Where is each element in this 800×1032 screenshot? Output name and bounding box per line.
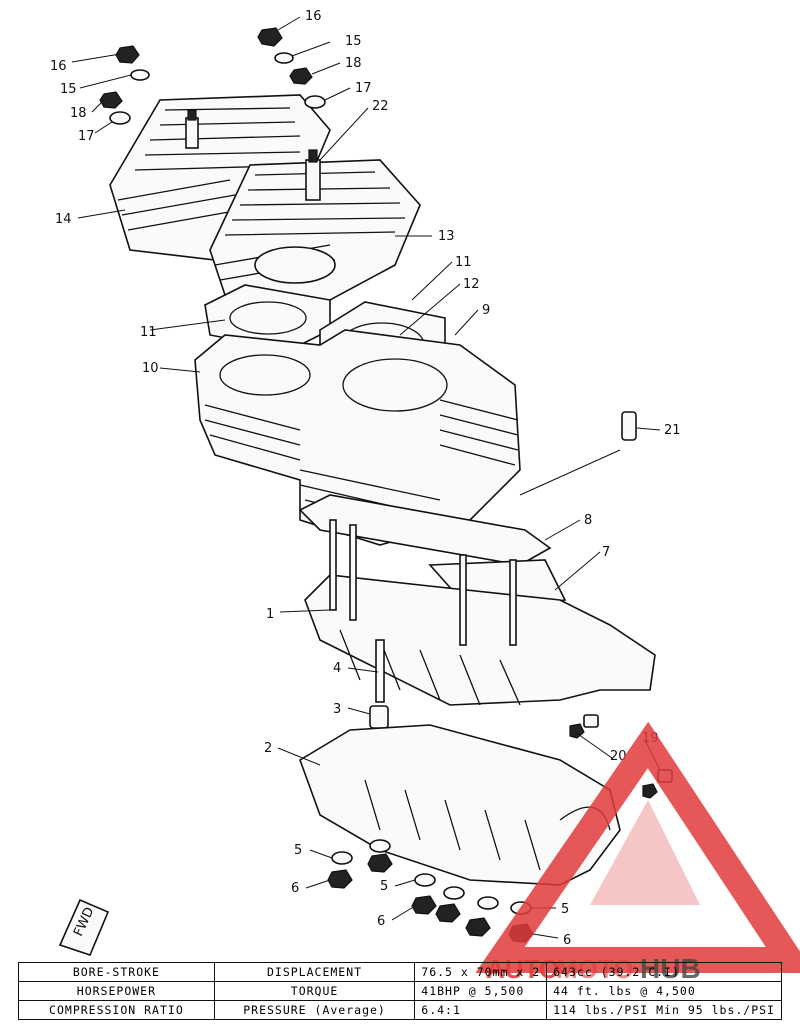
forward-arrow-icon: FWD: [58, 898, 110, 956]
spec-value-horsepower: 41BHP @ 5,500: [414, 981, 548, 1001]
head-nut-18-left: [99, 91, 123, 109]
washer-20-b: [642, 783, 658, 799]
callout-14: 14: [55, 212, 72, 227]
callout-18-right: 18: [345, 56, 362, 71]
spec-value-compression: 6.4:1: [414, 1000, 548, 1020]
nut-6-a: [327, 869, 353, 889]
spec-value-displacement: 643cc (39.2 C.I): [546, 962, 782, 982]
spec-label-horsepower: HORSEPOWER: [18, 981, 215, 1001]
spark-plug-22: [305, 149, 321, 201]
cylinder-head-right: [209, 159, 421, 301]
callout-7: 7: [602, 545, 610, 560]
nut-6-c: [411, 895, 437, 915]
callout-3: 3: [333, 702, 341, 717]
callout-17-left: 17: [78, 129, 95, 144]
spec-label-compression: COMPRESSION RATIO: [18, 1000, 215, 1020]
spec-row: HORSEPOWER TORQUE 41BHP @ 5,500 44 ft. l…: [18, 981, 782, 1001]
spec-value-torque: 44 ft. lbs @ 4,500: [546, 981, 782, 1001]
callout-12: 12: [463, 277, 480, 292]
spec-label-displacement: DISPLACEMENT: [213, 962, 416, 982]
washer-5-e: [477, 896, 499, 910]
base-gasket-8: [298, 494, 552, 566]
washer-17-left: [109, 111, 131, 125]
callout-11-top: 11: [455, 255, 472, 270]
spark-plug-left: [185, 109, 199, 149]
callout-18-left: 18: [70, 106, 87, 121]
callout-9: 9: [482, 303, 490, 318]
washer-5-d: [443, 886, 465, 900]
spec-label-pressure: PRESSURE (Average): [213, 1000, 416, 1020]
callout-5-c: 5: [561, 902, 569, 917]
crankcase-upper: [304, 519, 656, 706]
callout-22: 22: [372, 99, 389, 114]
nut-6-b: [367, 853, 393, 873]
bolt-19-a: [583, 714, 599, 728]
dowel-pin-21: [621, 411, 637, 441]
head-nut-18-right: [289, 67, 313, 85]
spec-value-bore-stroke: 76.5 x 70mm x 2: [414, 962, 548, 982]
washer-17-right: [304, 95, 326, 109]
spec-value-pressure: 114 lbs./PSI Min 95 lbs./PSI: [546, 1000, 782, 1020]
washer-15-right: [274, 52, 294, 64]
callout-16-left: 16: [50, 59, 67, 74]
spec-row: BORE-STROKE DISPLACEMENT 76.5 x 70mm x 2…: [18, 962, 782, 982]
washer-20: [569, 723, 585, 739]
callout-17-right: 17: [355, 81, 372, 96]
callout-2: 2: [264, 741, 272, 756]
nut-6-d: [435, 903, 461, 923]
spec-table: BORE-STROKE DISPLACEMENT 76.5 x 70mm x 2…: [18, 962, 782, 1020]
callout-16-right: 16: [305, 9, 322, 24]
callout-10: 10: [142, 361, 159, 376]
spec-row: COMPRESSION RATIO PRESSURE (Average) 6.4…: [18, 1000, 782, 1020]
spec-label-torque: TORQUE: [213, 981, 416, 1001]
head-nut-16-right: [257, 27, 283, 47]
callout-1: 1: [266, 607, 274, 622]
callout-labels: 16 15 18 17 22 16 15 18 17 14 13 11 12 1…: [50, 9, 681, 948]
callout-21: 21: [664, 423, 681, 438]
callout-11-left: 11: [140, 325, 157, 340]
nut-6-e: [465, 917, 491, 937]
spec-label-bore-stroke: BORE-STROKE: [18, 962, 215, 982]
washer-5-b: [369, 839, 391, 853]
stud-4: [375, 639, 385, 703]
callout-15-right: 15: [345, 34, 362, 49]
callout-5-b: 5: [380, 879, 388, 894]
cylinder-block: [194, 329, 521, 546]
callout-13: 13: [438, 229, 455, 244]
callout-6-a: 6: [291, 881, 299, 896]
callout-6-b: 6: [377, 914, 385, 929]
callout-4: 4: [333, 661, 341, 676]
callout-8: 8: [584, 513, 592, 528]
callout-5-a: 5: [294, 843, 302, 858]
callout-15-left: 15: [60, 82, 77, 97]
callout-6-c: 6: [563, 933, 571, 948]
